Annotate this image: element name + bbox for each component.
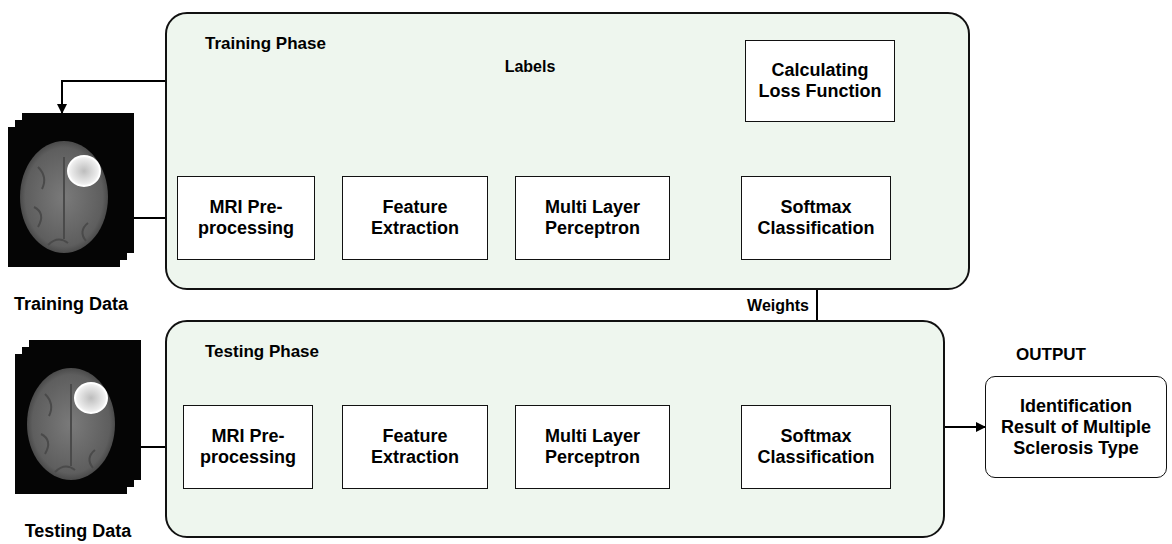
box-label: Multi Layer Perceptron xyxy=(516,197,669,239)
box-label: Feature Extraction xyxy=(343,197,487,239)
phase-panel: Training PhaseMRI Pre-processing Feature … xyxy=(165,12,970,290)
process-box: Multi Layer Perceptron xyxy=(515,405,670,489)
output-heading: OUTPUT xyxy=(1016,345,1086,365)
phase-heading: Training Phase xyxy=(205,34,326,54)
testing-mri-stack xyxy=(15,340,141,494)
process-box: Multi Layer Perceptron xyxy=(515,176,670,260)
box-label: Multi Layer Perceptron xyxy=(516,426,669,468)
process-box: Softmax Classification xyxy=(741,405,891,489)
box-label: Identification Result of Multiple Sclero… xyxy=(995,396,1157,459)
box-label: MRI Pre-processing xyxy=(178,197,314,239)
box-label: MRI Pre-processing xyxy=(184,426,312,468)
edge-label: Labels xyxy=(505,57,556,76)
process-box: MRI Pre-processing xyxy=(177,176,315,260)
box-label: Calculating Loss Function xyxy=(746,60,894,102)
phase-heading: Testing Phase xyxy=(205,342,319,362)
box-label: Feature Extraction xyxy=(343,426,487,468)
output-box: OUTPUTIdentification Result of Multiple … xyxy=(985,376,1167,478)
data-image-group: Training Data xyxy=(8,113,134,315)
process-box: Feature Extraction xyxy=(342,176,488,260)
phase-panel: Testing PhaseMRI Pre-processing Feature E… xyxy=(165,320,945,538)
edge-label: Weights xyxy=(747,296,809,315)
process-box: MRI Pre-processing xyxy=(183,405,313,489)
process-box: Feature Extraction xyxy=(342,405,488,489)
data-caption: Testing Data xyxy=(15,520,141,542)
box-label: Softmax Classification xyxy=(742,426,890,468)
process-box: Calculating Loss Function xyxy=(745,40,895,122)
data-image-group: Testing Data xyxy=(15,340,141,542)
process-box: Softmax Classification xyxy=(741,176,891,260)
data-caption: Training Data xyxy=(8,293,134,315)
training-mri-stack xyxy=(8,113,134,267)
box-label: Softmax Classification xyxy=(742,197,890,239)
